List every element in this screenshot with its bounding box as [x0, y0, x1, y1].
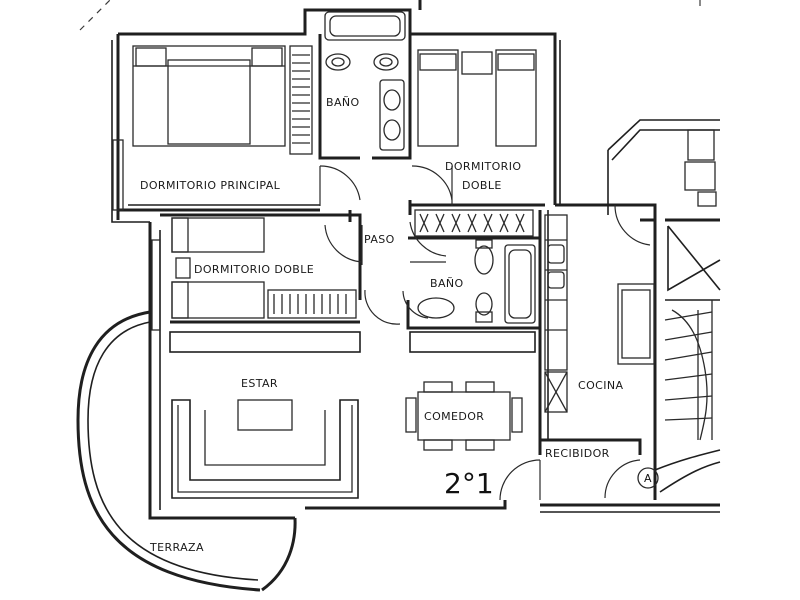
label-bano-top: BAÑO — [326, 96, 360, 109]
dashed-guides — [79, 0, 701, 31]
label-terraza: TERRAZA — [149, 541, 204, 554]
beds-doble-right — [417, 49, 537, 147]
dining-set — [405, 381, 523, 451]
bed-principal — [132, 45, 286, 147]
bath-small-fixtures — [417, 239, 536, 324]
label-comedor: COMEDOR — [424, 410, 484, 423]
entrance-marker-circle — [637, 467, 659, 489]
wardrobe-doble-right — [414, 209, 534, 237]
upper-right-block — [607, 119, 720, 215]
window-principal — [112, 139, 124, 211]
sofa — [171, 399, 359, 499]
label-dormitorio-doble-right-1: DORMITORIO — [445, 160, 521, 173]
label-recibidor: RECIBIDOR — [545, 447, 610, 460]
doors — [319, 165, 651, 501]
bath-top-fixtures — [324, 11, 406, 151]
label-dormitorio-doble-right-2: DOBLE — [462, 179, 502, 192]
window-left — [151, 239, 161, 331]
label-paso: PASO — [364, 233, 395, 246]
interior-walls — [118, 34, 655, 455]
label-estar: ESTAR — [241, 377, 278, 390]
stairwell — [664, 218, 721, 441]
label-bano-small: BAÑO — [430, 277, 464, 290]
entrance — [637, 449, 721, 493]
label-cocina: COCINA — [578, 379, 623, 392]
terrace — [76, 310, 297, 592]
coffee-table — [237, 399, 293, 431]
label-dormitorio-doble-left: DORMITORIO DOBLE — [194, 263, 314, 276]
unit-number: 2°1 — [444, 467, 494, 500]
label-dormitorio-principal: DORMITORIO PRINCIPAL — [140, 179, 281, 192]
wardrobe-doble-left — [267, 289, 357, 319]
entrance-marker-label: A — [644, 472, 652, 485]
kitchen-fixtures — [544, 214, 655, 413]
beds-doble-left — [171, 217, 265, 319]
exterior-walls — [111, 0, 720, 520]
wardrobe-principal — [289, 45, 313, 155]
